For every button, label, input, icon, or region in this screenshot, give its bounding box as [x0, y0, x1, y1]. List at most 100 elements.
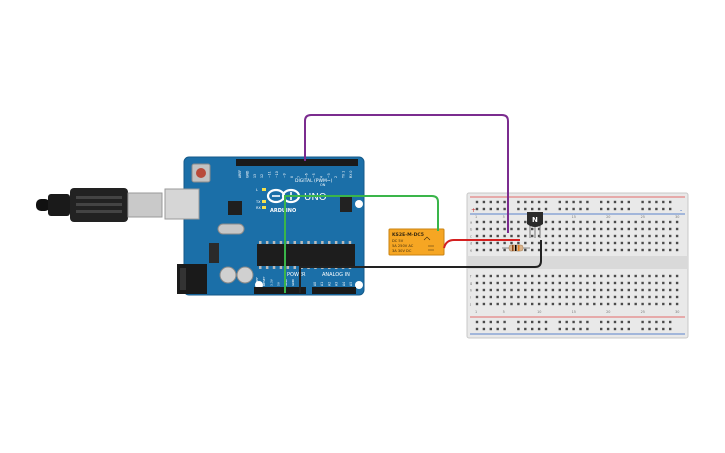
breadboard-hole[interactable] — [565, 295, 568, 299]
breadboard-hole[interactable] — [496, 220, 499, 224]
breadboard-hole[interactable] — [579, 220, 582, 224]
breadboard-hole[interactable] — [620, 281, 624, 285]
breadboard-hole[interactable] — [600, 327, 603, 331]
breadboard-hole[interactable] — [572, 248, 575, 252]
breadboard-hole[interactable] — [517, 200, 520, 204]
breadboard-hole[interactable] — [475, 288, 479, 292]
breadboard-hole[interactable] — [655, 281, 658, 285]
breadboard-hole[interactable] — [531, 281, 534, 285]
breadboard-hole[interactable] — [489, 207, 492, 211]
breadboard-hole[interactable] — [586, 234, 589, 238]
breadboard-hole[interactable] — [537, 241, 541, 245]
breadboard-hole[interactable] — [482, 207, 486, 211]
breadboard-hole[interactable] — [641, 302, 644, 306]
breadboard-hole[interactable] — [669, 327, 672, 331]
breadboard-hole[interactable] — [634, 302, 637, 306]
breadboard-hole[interactable] — [475, 320, 479, 324]
breadboard-hole[interactable] — [593, 227, 596, 231]
breadboard-hole[interactable] — [558, 220, 561, 224]
breadboard-hole[interactable] — [524, 327, 527, 331]
breadboard-hole[interactable] — [544, 234, 548, 238]
breadboard-hole[interactable] — [558, 248, 561, 252]
breadboard-hole[interactable] — [669, 207, 672, 211]
breadboard-hole[interactable] — [503, 241, 506, 245]
breadboard-hole[interactable] — [620, 207, 624, 211]
breadboard-hole[interactable] — [503, 274, 506, 278]
breadboard-hole[interactable] — [551, 234, 555, 238]
breadboard-hole[interactable] — [489, 234, 492, 238]
breadboard-hole[interactable] — [586, 281, 589, 285]
breadboard-hole[interactable] — [517, 295, 520, 299]
breadboard-hole[interactable] — [675, 302, 679, 306]
breadboard-hole[interactable] — [620, 200, 624, 204]
breadboard-hole[interactable] — [586, 295, 589, 299]
breadboard-hole[interactable] — [496, 227, 499, 231]
breadboard-hole[interactable] — [489, 220, 492, 224]
breadboard-hole[interactable] — [551, 248, 555, 252]
breadboard-hole[interactable] — [531, 227, 534, 231]
breadboard-hole[interactable] — [606, 220, 610, 224]
breadboard-hole[interactable] — [600, 207, 603, 211]
breadboard-hole[interactable] — [537, 227, 541, 231]
breadboard-hole[interactable] — [634, 227, 637, 231]
breadboard-hole[interactable] — [579, 274, 582, 278]
breadboard-hole[interactable] — [641, 227, 644, 231]
breadboard-hole[interactable] — [524, 200, 527, 204]
breadboard-hole[interactable] — [537, 288, 541, 292]
breadboard-hole[interactable] — [558, 302, 561, 306]
transistor[interactable]: N — [527, 212, 543, 238]
breadboard-hole[interactable] — [496, 302, 499, 306]
breadboard-hole[interactable] — [675, 248, 679, 252]
breadboard-hole[interactable] — [524, 207, 527, 211]
breadboard-hole[interactable] — [648, 227, 651, 231]
breadboard-hole[interactable] — [620, 288, 624, 292]
breadboard-hole[interactable] — [537, 295, 541, 299]
breadboard-hole[interactable] — [655, 274, 658, 278]
breadboard-hole[interactable] — [593, 241, 596, 245]
breadboard-hole[interactable] — [565, 207, 568, 211]
breadboard-hole[interactable] — [627, 248, 630, 252]
breadboard-hole[interactable] — [496, 207, 499, 211]
breadboard-hole[interactable] — [503, 234, 506, 238]
breadboard-hole[interactable] — [572, 241, 575, 245]
breadboard-hole[interactable] — [627, 302, 630, 306]
breadboard-hole[interactable] — [558, 281, 561, 285]
breadboard-hole[interactable] — [517, 327, 520, 331]
breadboard-hole[interactable] — [565, 302, 568, 306]
breadboard-hole[interactable] — [627, 295, 630, 299]
breadboard-hole[interactable] — [648, 295, 651, 299]
breadboard-hole[interactable] — [634, 288, 637, 292]
breadboard-hole[interactable] — [613, 320, 617, 324]
breadboard-hole[interactable] — [531, 274, 534, 278]
breadboard-hole[interactable] — [606, 320, 610, 324]
breadboard-hole[interactable] — [489, 295, 492, 299]
breadboard-hole[interactable] — [606, 302, 610, 306]
breadboard-hole[interactable] — [489, 288, 492, 292]
breadboard-hole[interactable] — [565, 220, 568, 224]
breadboard-hole[interactable] — [482, 248, 486, 252]
analog-header[interactable] — [312, 287, 356, 294]
breadboard-hole[interactable] — [489, 274, 492, 278]
breadboard-hole[interactable] — [537, 281, 541, 285]
breadboard-hole[interactable] — [669, 274, 672, 278]
breadboard-hole[interactable] — [655, 220, 658, 224]
breadboard-hole[interactable] — [600, 200, 603, 204]
breadboard-hole[interactable] — [593, 274, 596, 278]
breadboard-hole[interactable] — [510, 241, 513, 245]
breadboard-hole[interactable] — [627, 234, 630, 238]
breadboard-hole[interactable] — [593, 281, 596, 285]
breadboard-hole[interactable] — [524, 234, 527, 238]
breadboard-hole[interactable] — [503, 320, 506, 324]
breadboard-hole[interactable] — [496, 320, 499, 324]
breadboard-hole[interactable] — [544, 327, 548, 331]
breadboard-hole[interactable] — [475, 295, 479, 299]
breadboard-hole[interactable] — [503, 295, 506, 299]
breadboard-hole[interactable] — [496, 234, 499, 238]
breadboard-hole[interactable] — [579, 200, 582, 204]
breadboard-hole[interactable] — [675, 241, 679, 245]
breadboard-hole[interactable] — [586, 227, 589, 231]
breadboard-hole[interactable] — [579, 241, 582, 245]
breadboard-hole[interactable] — [606, 327, 610, 331]
breadboard-hole[interactable] — [669, 281, 672, 285]
breadboard-hole[interactable] — [586, 288, 589, 292]
